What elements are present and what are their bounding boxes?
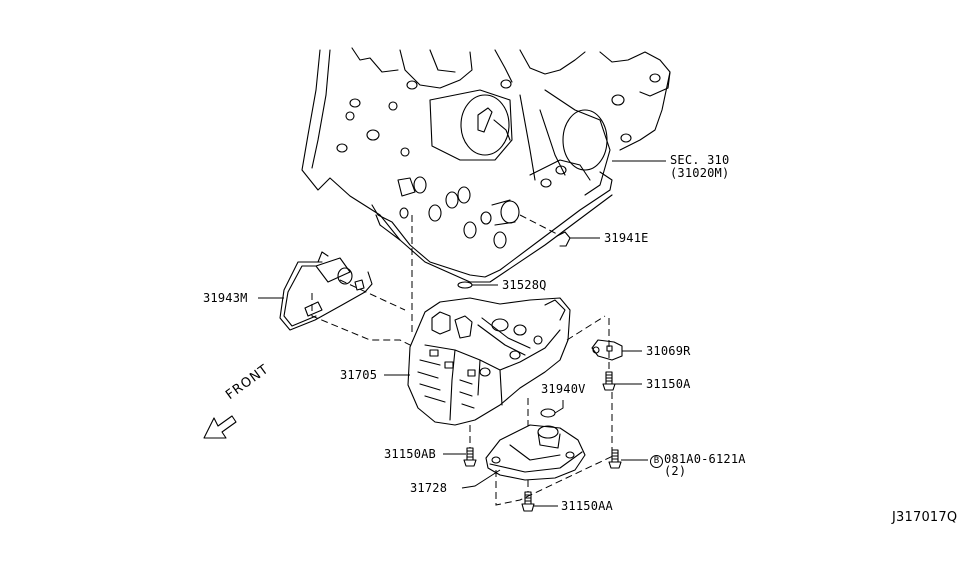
b-circle-icon: B xyxy=(650,455,663,468)
label-31150AA[interactable]: 31150AA xyxy=(561,499,613,513)
label-31940V[interactable]: 31940V xyxy=(541,382,586,396)
label-31150AB[interactable]: 31150AB xyxy=(384,447,436,461)
strainer-31728 xyxy=(461,424,616,506)
label-31705[interactable]: 31705 xyxy=(340,368,378,382)
label-081A0-qty: (2) xyxy=(664,464,687,478)
front-arrow-icon xyxy=(203,415,237,439)
bolt-31150AA xyxy=(521,480,558,512)
bolt-31150A xyxy=(602,318,642,452)
diagram-code: J317017Q xyxy=(892,510,958,525)
solenoid-harness-31943M xyxy=(258,251,421,351)
label-31069R[interactable]: 31069R xyxy=(646,344,691,358)
bolt-081A0-6121A xyxy=(608,449,648,469)
label-31943M[interactable]: 31943M xyxy=(203,291,248,305)
label-sec310[interactable]: SEC. 310 xyxy=(670,153,730,167)
clip-31941E xyxy=(519,214,600,247)
transaxle-case xyxy=(301,47,671,283)
bolt-31150AB xyxy=(443,447,477,467)
bracket-31069R xyxy=(591,339,642,361)
control-valve-body-31705 xyxy=(384,297,606,448)
label-31941E[interactable]: 31941E xyxy=(604,231,649,245)
label-31528Q[interactable]: 31528Q xyxy=(502,278,547,292)
label-sec310-sub: (31020M) xyxy=(670,166,730,180)
oring-31528Q xyxy=(457,281,498,289)
part-number: 081A0-6121A xyxy=(664,452,746,466)
label-31150A[interactable]: 31150A xyxy=(646,377,691,391)
label-31728[interactable]: 31728 xyxy=(410,481,448,495)
